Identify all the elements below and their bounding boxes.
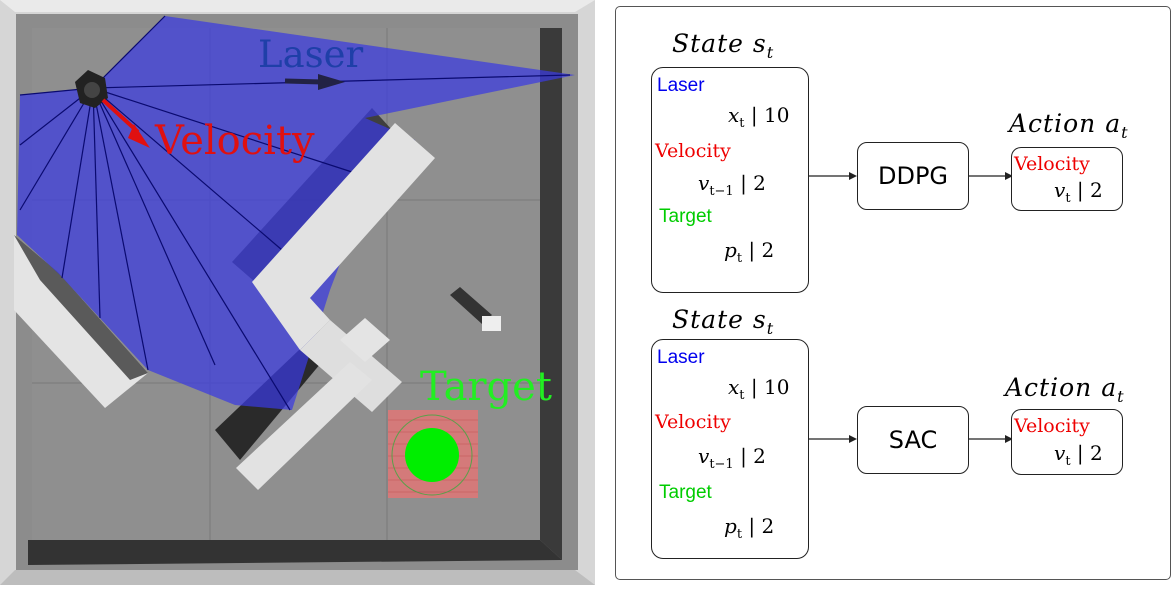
bottom-velocity-var: vt−1 | 2 (698, 444, 766, 472)
top-target-dim: 2 (761, 238, 775, 262)
bottom-target-dim: 2 (761, 514, 775, 538)
small-obstacle (450, 287, 492, 324)
target-marker (388, 410, 478, 498)
top-velocity-label: Velocity (655, 140, 731, 162)
bottom-velocity-symbol: v (698, 444, 710, 468)
bottom-target-label: Target (659, 482, 712, 503)
top-velocity-var: vt−1 | 2 (698, 171, 766, 199)
robot (75, 70, 108, 108)
top-laser-dim: 10 (763, 103, 790, 127)
bottom-laser-sep: | (750, 375, 758, 399)
top-velocity-sub: t−1 (709, 184, 734, 199)
bottom-laser-dim: 10 (763, 375, 790, 399)
top-velocity-dim: 2 (753, 171, 766, 195)
frame-top-bevel (0, 0, 595, 12)
top-action-box: Velocity vt | 2 (1011, 147, 1123, 211)
scene-laser-label: Laser (258, 33, 364, 76)
bottom-state-box: Laser xt | 10 Velocity vt−1 | 2 Target p… (651, 339, 809, 559)
top-velocity-symbol: v (698, 171, 710, 195)
bottom-action-velocity-var: vt | 2 (1054, 441, 1103, 469)
simulation-scene: Laser Velocity Target (0, 0, 595, 585)
velocity-arrow (101, 98, 150, 148)
right-wall (540, 28, 562, 560)
top-action-symbol: a (1105, 109, 1122, 138)
bottom-action-symbol-sub: t (1065, 454, 1071, 469)
top-state-box: Laser xt | 10 Velocity vt−1 | 2 Target p… (651, 67, 809, 293)
top-target-label: Target (659, 206, 712, 227)
bottom-action-word: Action (1005, 373, 1093, 402)
top-action-symbol-v: v (1054, 178, 1066, 202)
top-target-var: pt | 2 (724, 238, 774, 266)
top-action-sep: | (1076, 178, 1084, 202)
laser-arrow (284, 74, 345, 90)
bottom-action-symbol: a (1101, 373, 1118, 402)
bottom-state-symbol: s (752, 305, 767, 334)
laser-fan (17, 15, 575, 411)
bottom-state-word: State (672, 305, 744, 334)
cross-joint (340, 318, 390, 362)
top-state-word: State (672, 29, 744, 58)
top-arrow-to-action (969, 172, 1013, 180)
architecture-diagram: State st Laser xt | 10 Velocity vt−1 | 2… (615, 6, 1171, 580)
top-action-symbol-sub: t (1065, 191, 1071, 206)
bottom-target-sep: | (748, 514, 756, 538)
top-target-sub: t (736, 251, 743, 266)
bottom-action-sub: t (1117, 387, 1125, 406)
bottom-action-dim: 2 (1090, 441, 1103, 465)
top-action-velocity-label: Velocity (1014, 153, 1090, 175)
cross-obstacle (236, 362, 372, 490)
bottom-wall (28, 540, 562, 565)
top-laser-label: Laser (657, 75, 705, 96)
top-laser-sub: t (739, 116, 745, 131)
top-arrow-to-algo (809, 172, 857, 180)
top-target-symbol: p (724, 238, 737, 262)
bottom-velocity-label: Velocity (655, 411, 731, 433)
bottom-action-symbol-v: v (1054, 441, 1066, 465)
bottom-algorithm-box: SAC (857, 406, 969, 474)
top-velocity-sep: | (740, 171, 747, 195)
bottom-velocity-dim: 2 (753, 444, 766, 468)
frame-bottom-bevel (0, 570, 595, 585)
small-obstacle-top (482, 316, 501, 331)
bottom-action-box: Velocity vt | 2 (1011, 409, 1123, 475)
bottom-laser-label: Laser (657, 347, 705, 368)
top-action-dim: 2 (1090, 178, 1103, 202)
bottom-target-symbol: p (724, 514, 737, 538)
bottom-velocity-sub: t−1 (709, 457, 734, 472)
top-action-velocity-var: vt | 2 (1054, 178, 1103, 206)
bottom-laser-var: xt | 10 (728, 375, 789, 403)
left-wall-shadow (14, 235, 148, 380)
bottom-target-sub: t (736, 527, 743, 542)
top-action-heading: Action at (1009, 109, 1129, 142)
bottom-arrow-to-action (969, 435, 1013, 443)
top-action-word: Action (1009, 109, 1097, 138)
bottom-state-heading: State st (672, 305, 774, 338)
scene-target-label: Target (420, 364, 552, 410)
top-state-symbol: s (752, 29, 767, 58)
top-laser-var: xt | 10 (728, 103, 789, 131)
scene-canvas (0, 0, 595, 585)
bottom-target-var: pt | 2 (724, 514, 774, 542)
bottom-laser-symbol: x (728, 375, 740, 399)
top-state-heading: State st (672, 29, 774, 62)
scene-velocity-label: Velocity (155, 118, 315, 164)
bottom-action-heading: Action at (1005, 373, 1125, 406)
top-algorithm-box: DDPG (857, 142, 969, 210)
top-laser-symbol: x (728, 103, 740, 127)
bottom-laser-sub: t (739, 388, 745, 403)
bottom-action-sep: | (1076, 441, 1084, 465)
bottom-action-velocity-label: Velocity (1014, 415, 1090, 437)
top-target-sep: | (748, 238, 756, 262)
top-action-sub: t (1121, 123, 1129, 142)
top-state-sub: t (766, 43, 775, 62)
bottom-velocity-sep: | (740, 444, 747, 468)
top-laser-sep: | (750, 103, 758, 127)
bottom-arrow-to-algo (809, 435, 857, 443)
bottom-state-sub: t (766, 319, 775, 338)
